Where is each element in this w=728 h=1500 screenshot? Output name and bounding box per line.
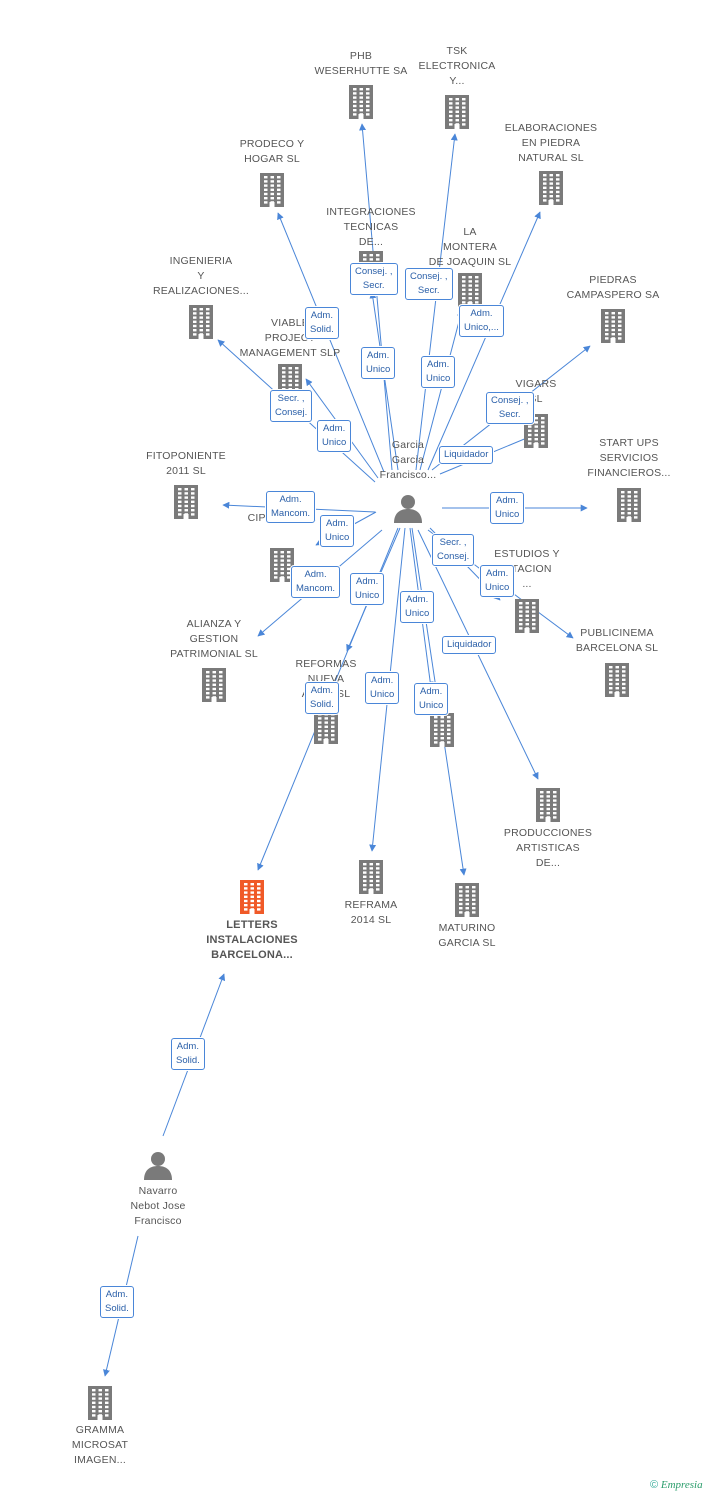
brand-name: Empresia [660,1479,703,1491]
role-badge-lamontera[interactable]: Adm. Unico [421,356,456,388]
company-icon-lamontera[interactable] [455,273,485,312]
company-icon-gramma[interactable] [85,1386,115,1425]
company-icon-reformas[interactable] [311,710,341,749]
node-label-elaboraciones[interactable]: ELABORACIONES EN PIEDRA NATURAL SL [504,122,598,164]
role-badge-mid2[interactable]: Adm. Unico [400,591,435,623]
role-badge-elaboraciones[interactable]: Adm. Unico,... [459,305,504,337]
company-icon-fitoponiente[interactable] [171,485,201,524]
edge-garcia-phb [359,123,393,471]
edge-garcia-tsk [415,133,458,471]
role-badge-estudios[interactable]: Secr. , Consej. [432,534,475,566]
node-label-tsk[interactable]: TSK ELECTRONICA Y... [418,45,496,87]
role-badge-viable[interactable]: Secr. , Consej. [270,390,313,422]
node-label-gramma[interactable]: GRAMMA MICROSAT IMAGEN... [71,1424,129,1466]
company-icon-piedras[interactable] [598,309,628,348]
role-badge-letters[interactable]: Adm. Solid. [305,682,339,714]
role-badge-vigars[interactable]: Liquidador [439,446,494,464]
role-badge-integraciones[interactable]: Adm. Unico [361,347,396,379]
node-label-reframa[interactable]: REFRAMA 2014 SL [344,899,398,926]
node-label-integraciones[interactable]: INTEGRACIONES TECNICAS DE... [326,206,416,248]
company-icon-phb[interactable] [346,85,376,124]
company-icon-cipriano[interactable] [267,548,297,587]
company-icon-tsk[interactable] [442,95,472,134]
node-label-estudios[interactable]: ESTUDIOS Y ...TACION ... [494,548,560,590]
node-label-publicinema[interactable]: PUBLICINEMA BARCELONA SL [575,627,659,654]
company-icon-mid2[interactable] [427,713,457,752]
role-badge-ingenieria[interactable]: Adm. Unico [317,420,352,452]
company-icon-estudios[interactable] [512,599,542,638]
node-label-alianza[interactable]: ALIANZA Y GESTION PATRIMONIAL SL [170,618,258,660]
role-badge-reformas[interactable]: Adm. Unico [350,573,385,605]
company-icon-startups[interactable] [614,488,644,527]
node-label-navarro[interactable]: Navarro Nebot Jose Francisco [130,1185,186,1227]
role-badge-alianza[interactable]: Adm. Mancom. [291,566,341,598]
role-badge-letters-navarro[interactable]: Adm. Solid. [171,1038,205,1070]
company-icon-publicinema[interactable] [602,663,632,702]
company-icon-ingenieria[interactable] [186,305,216,344]
role-badge-phb[interactable]: Consej. , Secr. [350,263,398,295]
node-label-prodeco[interactable]: PRODECO Y HOGAR SL [239,138,305,165]
company-icon-prodeco[interactable] [257,173,287,212]
node-label-maturino[interactable]: MATURINO GARCIA SL [438,922,496,949]
node-label-ingenieria[interactable]: INGENIERIA Y REALIZACIONES... [153,255,249,297]
edge-garcia-integraciones [369,291,399,471]
brand-footer[interactable]: © Empresia [650,1479,703,1491]
company-icon-producciones[interactable] [533,788,563,827]
role-badge-reframa[interactable]: Adm. Unico [365,672,400,704]
node-label-letters[interactable]: LETTERS INSTALACIONES BARCELONA... [206,919,298,961]
role-badge-tsk[interactable]: Consej. , Secr. [405,268,453,300]
edge-garcia-lamontera [419,309,464,471]
role-badge-publicinema[interactable]: Adm. Unico [480,565,515,597]
node-label-startups[interactable]: START UPS SERVICIOS FINANCIEROS... [587,437,671,479]
role-badge-producciones[interactable]: Liquidador [442,636,497,654]
company-icon-maturino[interactable] [452,883,482,922]
role-badge-startups[interactable]: Adm. Unico [490,492,525,524]
company-icon-alianza[interactable] [199,668,229,707]
edge-garcia-prodeco [277,212,385,473]
role-badge-cipriano[interactable]: Adm. Unico [320,515,355,547]
company-icon-letters[interactable] [237,880,267,919]
node-label-lamontera[interactable]: LA MONTERA DE JOAQUIN SL [428,226,512,268]
node-label-viable[interactable]: VIABLE PROJECT MANAGEMENT SLP [239,317,341,359]
company-icon-elaboraciones[interactable] [536,171,566,210]
node-label-piedras[interactable]: PIEDRAS CAMPASPERO SA [566,274,660,301]
role-badge-fitoponiente[interactable]: Adm. Mancom. [266,491,316,523]
edge-garcia-producciones [417,529,539,780]
role-badge-gramma-navarro[interactable]: Adm. Solid. [100,1286,134,1318]
role-badge-maturino[interactable]: Adm. Unico [414,683,449,715]
copyright-symbol: © [650,1479,659,1491]
edge-garcia-elaboraciones [427,211,541,471]
person-icon-navarro[interactable] [143,1150,173,1185]
node-label-phb[interactable]: PHB WESERHUTTE SA [314,50,408,77]
role-badge-piedras[interactable]: Consej. , Secr. [486,392,534,424]
company-icon-reframa[interactable] [356,860,386,899]
role-badge-prodeco[interactable]: Adm. Solid. [305,307,339,339]
person-icon-garcia[interactable] [393,493,423,528]
node-label-fitoponiente[interactable]: FITOPONIENTE 2011 SL [146,450,226,477]
node-label-producciones[interactable]: PRODUCCIONES ARTISTICAS DE... [503,827,593,869]
node-label-garcia[interactable]: Garcia Garcia Francisco... [379,439,437,481]
